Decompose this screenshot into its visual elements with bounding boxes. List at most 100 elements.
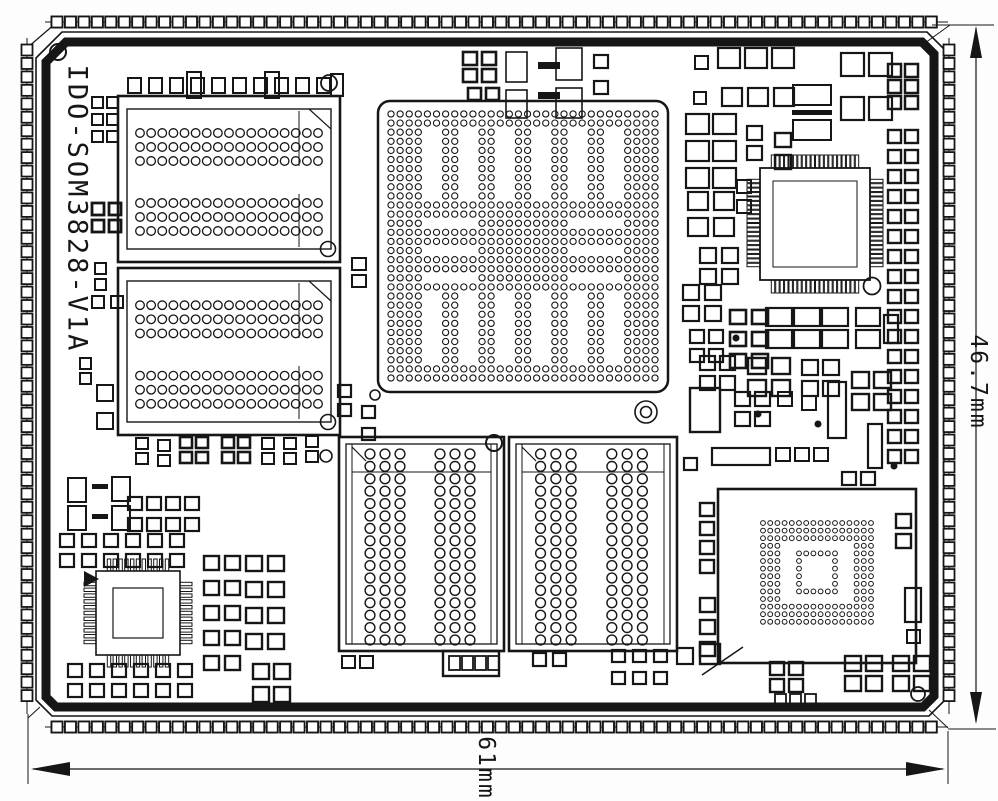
pad-pair [484,86,501,102]
emmc-bga [824,603,831,610]
soc-bga [451,337,459,346]
ddr-ram-1 [257,212,268,222]
castellation-pad [942,285,956,299]
soc-bga [614,365,623,373]
soc-bga [441,201,450,209]
flash-ram-2 [636,460,648,473]
ddr-ram-2 [268,370,279,381]
castellation-pad [158,720,172,734]
flash-ram-1 [464,510,476,522]
emmc-bga [868,588,874,595]
flash-ram-1 [364,559,376,572]
flash-ram-2 [534,510,547,522]
flash-ram-2 [606,535,618,547]
emmc-bga [774,550,781,557]
soc-bga [496,237,504,246]
flash-ram-1 [394,559,406,572]
ddr-ram-1 [146,198,157,208]
castellation-pad [20,608,34,622]
soc-bga [614,256,623,264]
pad-pair [773,131,793,149]
soc-bga [605,365,614,373]
soc-bga [432,265,441,273]
soc-bga [624,201,632,209]
ddr-ram-2 [190,384,201,395]
castellation-pad [615,720,629,734]
flash-ram-2 [606,609,618,621]
ic-pads [820,328,850,350]
soc-bga [505,201,513,209]
soc-bga [533,219,541,227]
soc-bga [578,256,586,264]
emmc-bga [781,611,788,618]
pad-row [789,693,802,705]
castellation-pad [225,720,239,734]
soc-bga [587,292,595,300]
soc-bga [432,256,441,264]
soc-bga [387,365,395,373]
soc-bga [487,210,495,218]
pad-cluster [681,304,701,323]
soc-bga [396,365,404,373]
ddr-ram-1 [279,142,290,152]
emmc-bga [846,603,853,610]
castellation-pad [750,15,763,29]
flash-ram-1 [464,485,476,497]
soc-bga [596,319,605,328]
emmc-bga [810,520,817,526]
soc-bga [651,374,659,382]
soc-bga [387,246,395,255]
soc-bga [633,210,641,218]
soc-bga [533,210,541,218]
pad-cluster [610,670,627,686]
soc-bga [414,256,422,264]
ddr-ram-1 [290,142,301,152]
soc-bga [441,119,450,127]
soc-bga [560,155,568,164]
flash-ram-2 [550,535,562,547]
soc-bga [405,374,413,382]
soc-bga [414,183,422,191]
soc-bga [533,256,541,264]
flash-ram-2 [534,460,547,473]
soc-bga [514,365,523,373]
cap [264,71,280,99]
soc-bga [523,292,532,300]
emmc-bga [853,527,860,534]
soc-bga [405,356,413,364]
soc-bga [441,110,450,118]
pad-strip-right [903,288,920,305]
ddr-ram-1 [246,128,257,138]
soc-bga [642,201,650,209]
pad-cluster [164,516,182,533]
cap [555,47,583,81]
castellation-pad [521,720,535,734]
castellation-pad [238,15,252,29]
soc-bga [451,265,459,273]
flash-ram-1 [464,634,476,646]
ddr-ram-2 [246,398,257,409]
emmc-bga [868,596,874,602]
pad-cluster [864,654,884,673]
emmc-bga [810,603,817,610]
soc-bga [478,237,486,246]
ddr-ram-2 [301,398,312,409]
soc-bga [414,128,422,136]
emmc-bga [774,611,781,618]
flash-ram-1 [351,446,367,462]
ddr-ram-2 [201,300,212,311]
ddr-ram-2 [146,328,157,339]
pad-cluster [202,579,221,597]
soc-bga [487,128,495,136]
ddr-ram-1 [168,198,179,208]
qfn-ic [95,570,181,656]
ddr-ram-1 [179,212,190,222]
castellation-pad [669,15,683,29]
cap [186,71,202,99]
soc-bga [624,292,632,300]
soc-bga [441,128,450,136]
soc-bga [387,292,395,300]
ddr-ram-2 [224,328,234,339]
castellation-pad [942,245,956,259]
castellation-pad [588,15,602,29]
